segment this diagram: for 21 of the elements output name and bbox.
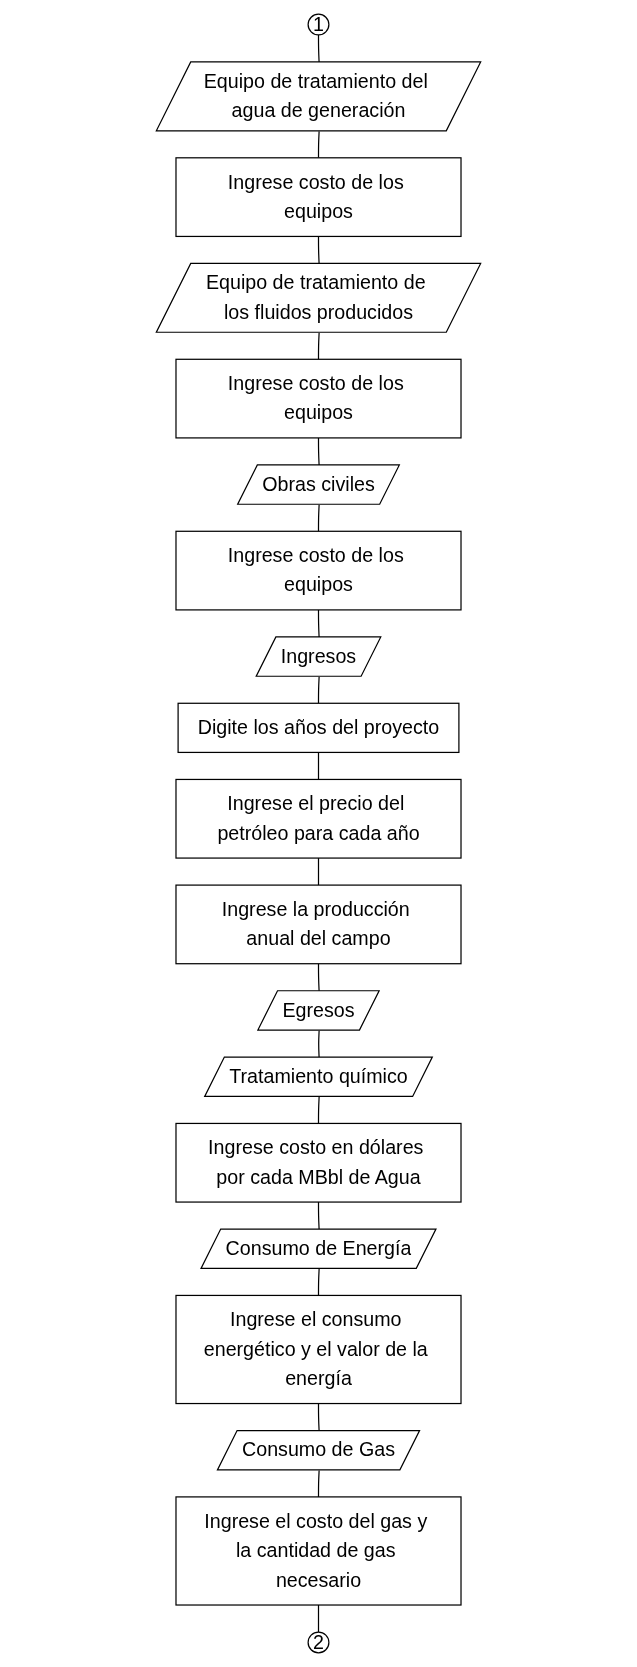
node-box: Ingrese costo en dólares por cada MBbl de Agua [175, 1122, 462, 1203]
node-box: Ingrese costo de los equipos [175, 530, 462, 611]
node-box: Ingrese el precio del petróleo para cada año [175, 778, 462, 859]
connector [317, 332, 320, 360]
connector [317, 857, 320, 886]
connector [317, 1268, 320, 1297]
connector [317, 1096, 320, 1125]
node-box: Ingrese el consumo energético y el valor de la energía [175, 1294, 462, 1405]
connector [317, 751, 320, 781]
node-circle: 1 [307, 13, 330, 36]
connector [317, 676, 320, 704]
node-box: Ingrese el costo del gas y la cantidad de gas necesario [175, 1496, 462, 1606]
connector [317, 1469, 320, 1498]
node-box: Ingrese costo de los equipos [175, 358, 462, 439]
node-circle: 2 [307, 1631, 330, 1654]
connector [317, 504, 320, 532]
connector [317, 1604, 320, 1633]
node-box: Ingrese la producción anual del campo [175, 884, 462, 965]
connector [317, 130, 320, 159]
node-box: Digite los años del proyecto [177, 702, 460, 754]
node-box: Ingrese costo de los equipos [175, 157, 462, 238]
